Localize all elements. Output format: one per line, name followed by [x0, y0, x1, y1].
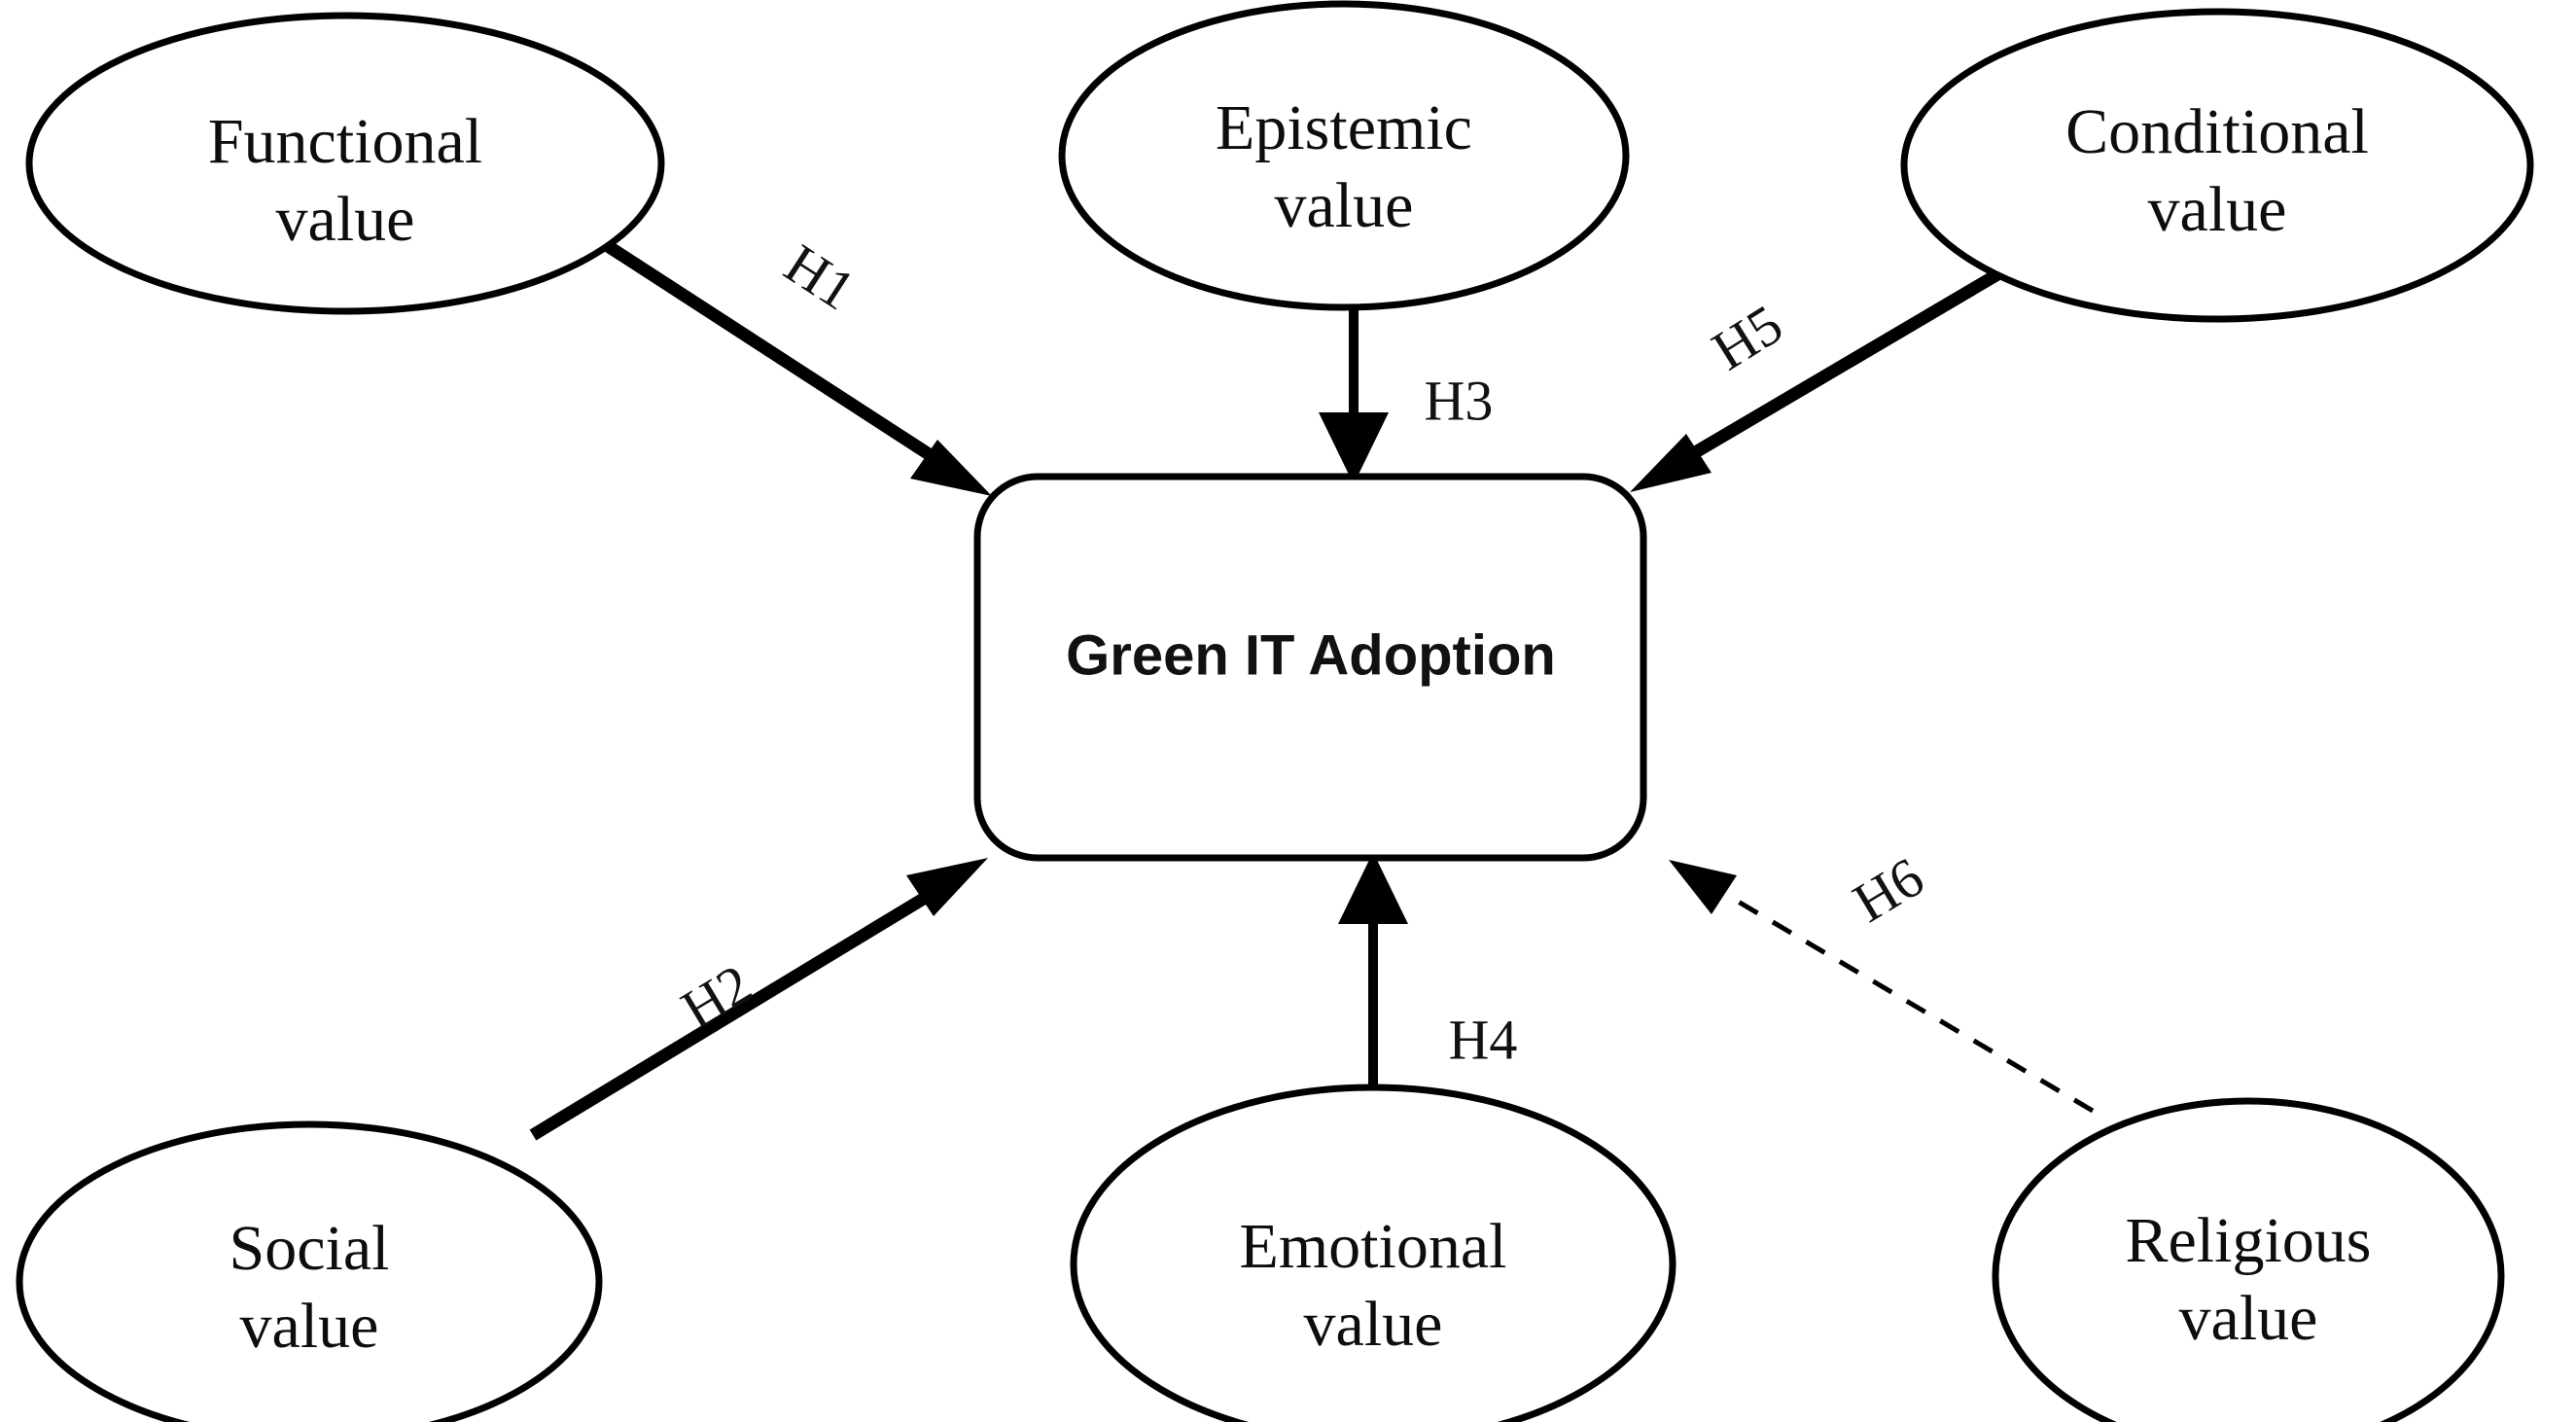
edge-h5 [1630, 267, 2003, 492]
edge-label-h5: H5 [1701, 292, 1793, 382]
social-value-label-line2: value [240, 1291, 379, 1362]
edge-h2 [529, 858, 988, 1141]
social-value-ellipse[interactable] [16, 1120, 603, 1422]
religious-value-label-line1: Religious [2125, 1205, 2371, 1276]
node-functional-value[interactable]: Functional value [25, 12, 665, 315]
edge-h3-arrowhead [1319, 412, 1389, 484]
religious-value-ellipse[interactable] [1992, 1097, 2505, 1422]
edge-h4 [1338, 852, 1408, 1091]
emotional-value-label-line1: Emotional [1240, 1211, 1507, 1282]
edge-label-h3: H3 [1425, 369, 1494, 432]
conditional-value-label-line2: value [2148, 174, 2287, 245]
edge-label-h6: H6 [1843, 845, 1934, 935]
emotional-value-label-line2: value [1304, 1289, 1443, 1360]
node-epistemic-value[interactable]: Epistemic value [1058, 0, 1630, 311]
node-emotional-value[interactable]: Emotional value [1070, 1084, 1676, 1422]
epistemic-value-ellipse[interactable] [1058, 0, 1630, 311]
social-value-label-line1: Social [229, 1213, 390, 1284]
conditional-value-ellipse[interactable] [1900, 8, 2534, 323]
edge-h6-arrowhead [1669, 860, 1737, 914]
functional-value-ellipse[interactable] [25, 12, 665, 315]
node-social-value[interactable]: Social value [16, 1120, 603, 1422]
green-it-adoption-box[interactable] [973, 473, 1647, 862]
edge-h1-line [601, 238, 963, 480]
node-conditional-value[interactable]: Conditional value [1900, 8, 2534, 323]
functional-value-label-line1: Functional [208, 106, 482, 177]
edge-h5-arrowhead [1630, 434, 1711, 492]
functional-value-label-line2: value [276, 184, 415, 255]
edge-h6-line [1711, 884, 2095, 1114]
edge-h3 [1319, 309, 1389, 484]
edge-label-h1: H1 [774, 231, 866, 322]
edge-h2-line [529, 877, 953, 1141]
edge-h1 [601, 238, 992, 496]
edge-h6 [1669, 860, 2095, 1114]
edge-h1-arrowhead [910, 440, 992, 496]
edge-h5-line [1667, 267, 2003, 473]
conditional-value-label-line1: Conditional [2065, 96, 2369, 167]
node-green-it-adoption[interactable]: Green IT Adoption [973, 473, 1647, 862]
epistemic-value-label-line1: Epistemic [1216, 92, 1472, 163]
epistemic-value-label-line2: value [1275, 170, 1414, 241]
emotional-value-ellipse[interactable] [1070, 1084, 1676, 1422]
node-religious-value[interactable]: Religious value [1992, 1097, 2505, 1422]
edge-h2-arrowhead [906, 858, 988, 916]
edge-h4-arrowhead [1338, 852, 1408, 924]
religious-value-label-line2: value [2179, 1283, 2318, 1354]
edge-label-h4: H4 [1449, 1008, 1518, 1071]
green-it-adoption-label: Green IT Adoption [1066, 623, 1556, 687]
edge-label-h2: H2 [671, 952, 762, 1042]
